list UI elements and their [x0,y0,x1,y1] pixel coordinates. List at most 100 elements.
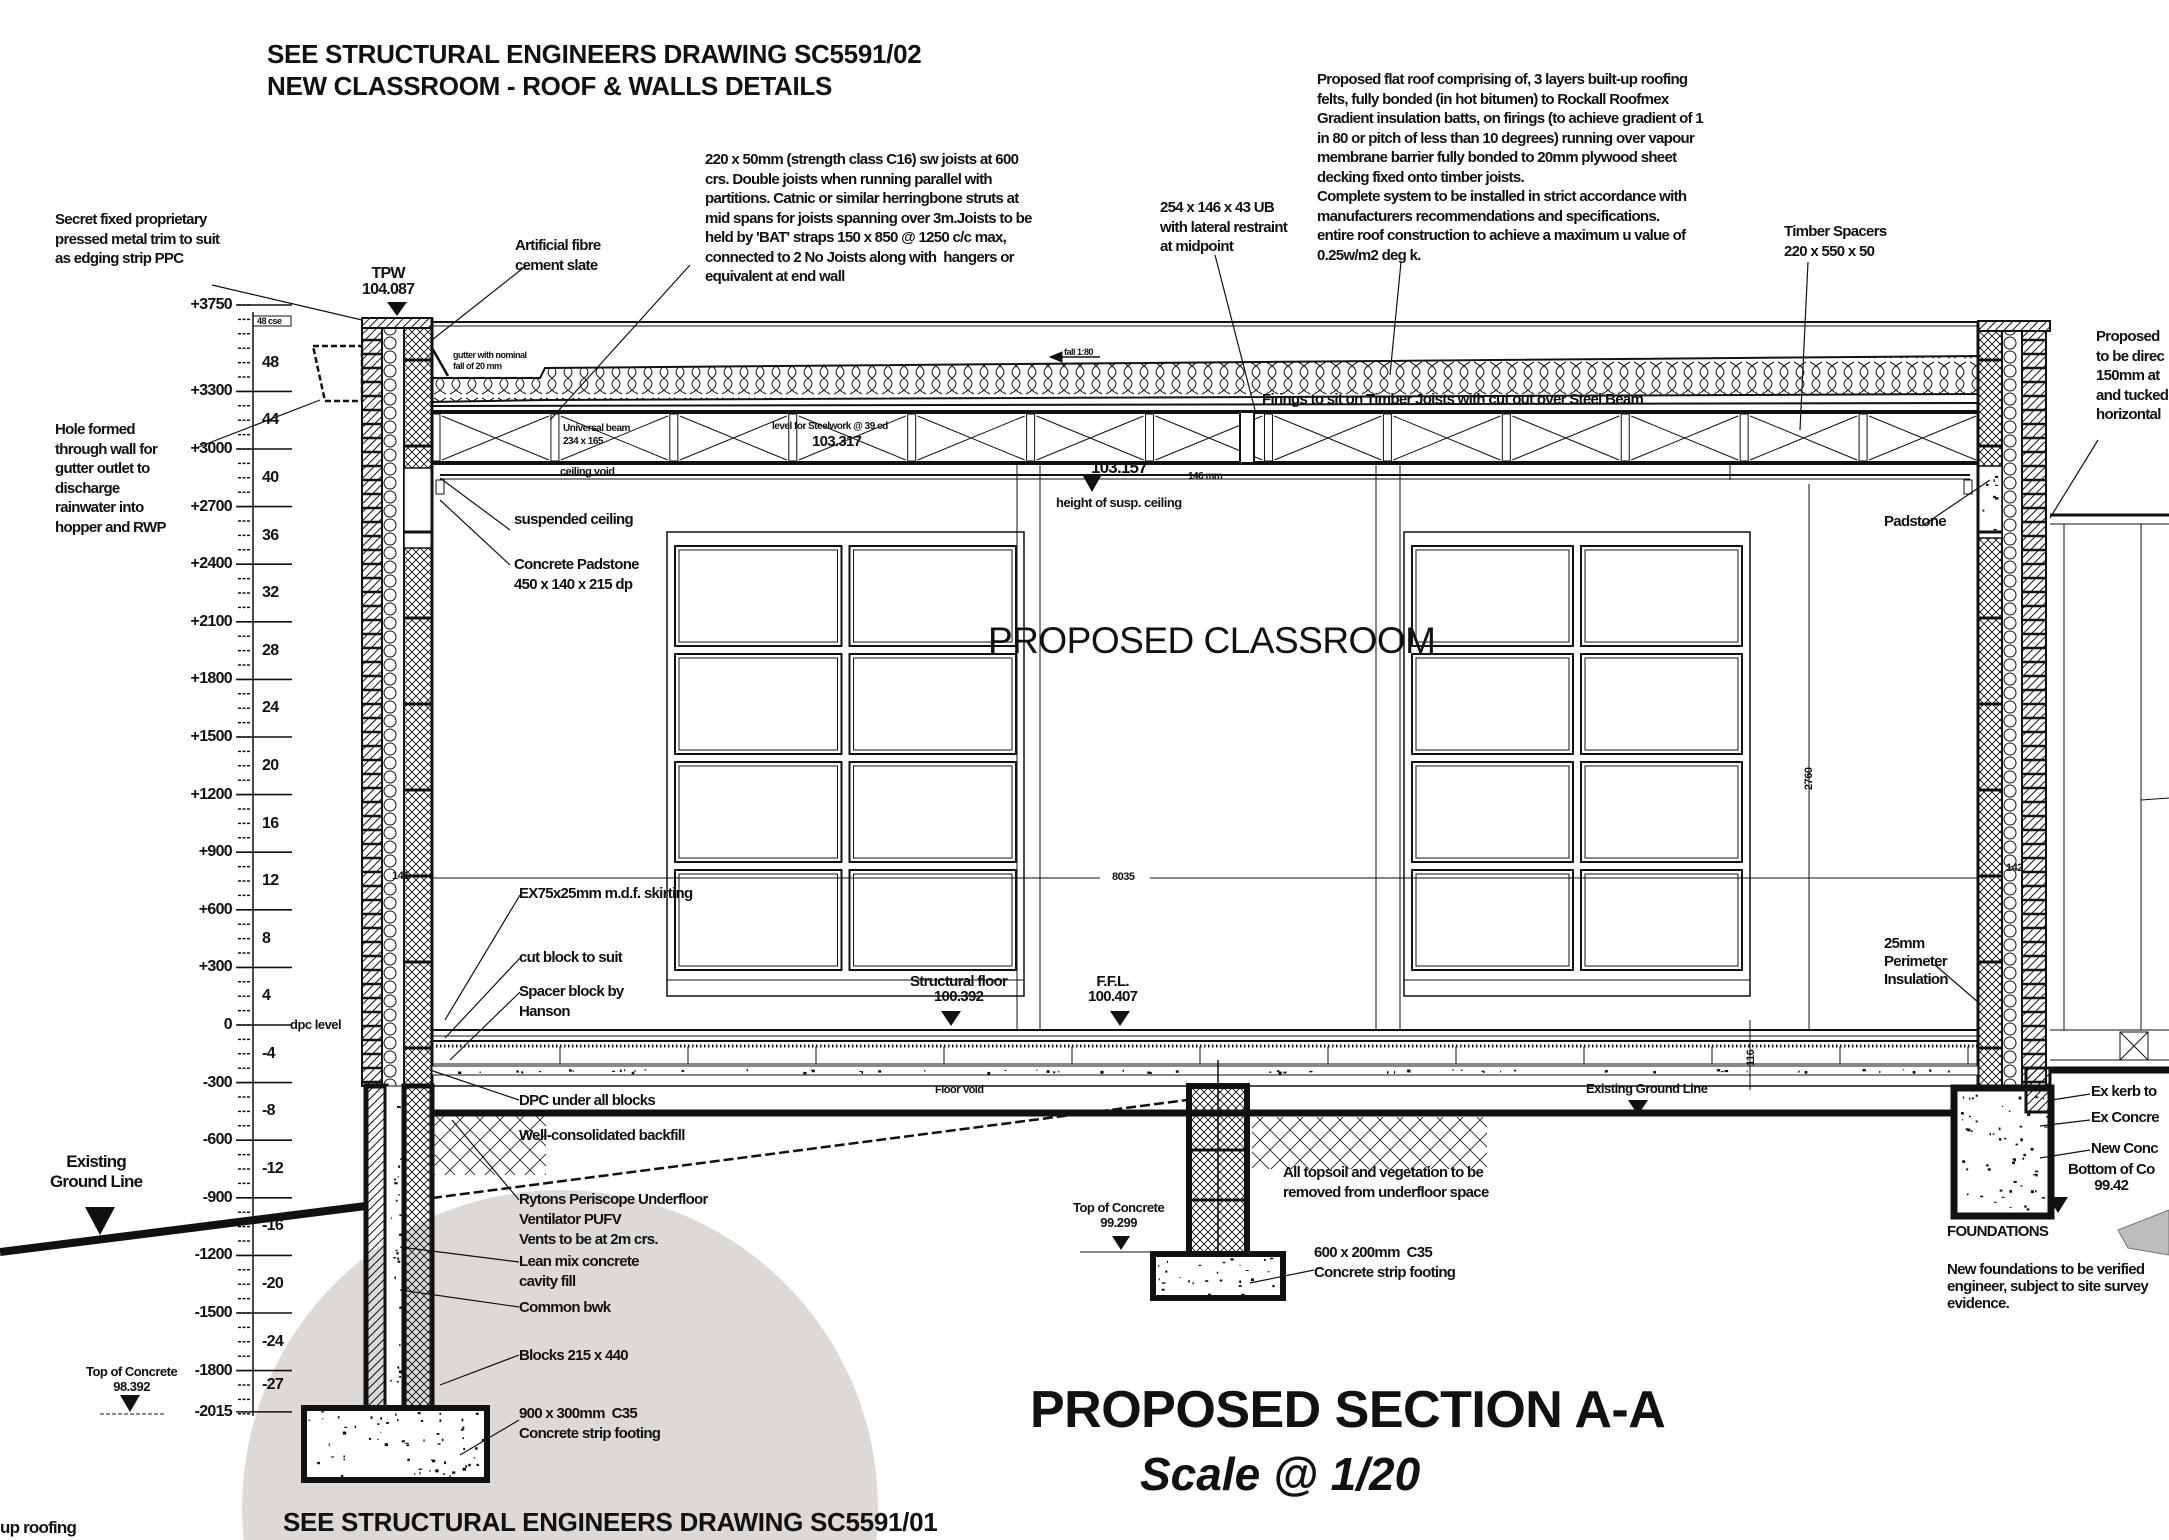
speckle-dot [1175,1070,1179,1073]
speckle-dot [399,1306,402,1309]
speckle-dot [1192,1282,1194,1285]
floor-construction [0,1029,1979,1256]
ffl-label: F.F.L. [1096,973,1129,990]
note-timber-spacers: Timber Spacers 220 x 550 x 50 [1784,223,1887,260]
joist-strut [917,415,1025,461]
speckle-dot [475,1447,478,1450]
speckle-dot [1604,1070,1606,1073]
joist-strut [1036,415,1144,461]
speckle-dot [2026,1208,2030,1211]
speckle-dot [431,1459,436,1463]
speckle-dot [399,1158,403,1160]
bottom-concrete-right: Bottom of Co 99.42 [2068,1161,2155,1194]
speckle-dot [1998,1138,2002,1141]
section-title: PROPOSED SECTION A-A [1030,1381,1666,1439]
window-pane [674,545,843,647]
speckle-dot [1999,1189,2003,1192]
speckle-dot [633,1070,637,1072]
ruler-course-label: 20 [262,757,279,774]
speckle-dot [1993,479,1995,483]
speckle-dot [370,1416,373,1419]
speckle-dot [1804,1071,1808,1074]
speckle-dot [1967,1128,1971,1132]
ruler-mm-label: -1800 [194,1361,233,1379]
speckle-dot [476,1463,480,1467]
speckle-dot [803,1071,807,1075]
speckle-dot [1407,1069,1411,1073]
joist-strut [1393,415,1501,461]
speckle-dot [1216,1271,1219,1274]
speckle-dot [479,1071,481,1074]
window-pane-inner [853,765,1013,859]
speckle-dot [1269,1071,1272,1073]
note-new-concrete: New Conc [2091,1140,2159,1157]
roof-joist [1026,413,1036,462]
ruler-course-label: 24 [262,699,279,717]
note-backfill: Well-consolidated backfill [519,1127,685,1144]
roof-joist [669,413,679,462]
speckle-dot [1653,1070,1657,1074]
speckle-dot [1975,1120,1978,1123]
ruler-course-label: 28 [262,641,279,659]
speckle-dot [397,1366,400,1369]
note-topsoil: All topsoil and vegetation to be removed… [1283,1164,1489,1201]
speckle-dot [465,1465,468,1468]
window-pane-inner [678,765,838,859]
level-ruler [236,304,292,1416]
ruler-course-label: -24 [262,1332,284,1350]
speckle-dot [2013,1180,2017,1183]
note-foundations-heading: FOUNDATIONS [1947,1223,2049,1240]
speckle-dot [1230,1258,1234,1261]
ruler-course-label: 8 [262,929,271,947]
ruler-mm-label: +1500 [190,728,233,745]
speckle-dot [343,1455,345,1458]
speckle-dot [1982,509,1985,512]
ruler-course-label: -4 [262,1044,276,1062]
note-ceiling-void: ceiling void [560,466,615,478]
speckle-dot [2002,1105,2004,1108]
speckle-dot [1971,1097,1974,1100]
ruler-mm-label: -900 [202,1188,233,1206]
speckle-dot [1966,1168,1969,1171]
roof-joist [1382,413,1392,462]
speckle-dot [396,1381,399,1383]
speckle-dot [468,1463,471,1467]
ruler-mm-label: +1200 [190,785,233,803]
speckle-dot [1987,1168,1991,1171]
speckle-dot [2035,1096,2039,1099]
speckle-dot [2027,1113,2031,1116]
window-pane-inner [1584,657,1739,751]
speckle-dot [396,1252,399,1255]
right-cavity-wall [1976,320,2169,1087]
room-internals [432,463,1978,1090]
speckle-dot [2029,1111,2031,1115]
ruler-course-label: -12 [262,1159,284,1177]
speckle-dot [308,1419,311,1421]
note-edge-trim: Secret fixed proprietary pressed metal t… [55,211,220,267]
speckle-dot [407,1458,410,1461]
window-pane-inner [1584,873,1739,967]
ruler-mm-label: +2700 [190,497,233,515]
speckle-dot [1179,1277,1181,1279]
joist-strut [679,415,787,461]
speckle-dot [406,1444,410,1447]
speckle-dot [2001,1196,2005,1199]
speckle-dot [1962,1096,1965,1099]
ruler-mm-label: -300 [202,1073,233,1091]
speckle-dot [2030,1190,2034,1194]
note-gutter-hole: Hole formed through wall for gutter outl… [55,421,166,536]
speckle-dot [458,1071,462,1075]
ruler-course-label: 44 [262,411,279,429]
speckle-dot [405,1442,409,1444]
speckle-dot [2004,1137,2007,1140]
speckle-dot [435,1469,439,1473]
speckle-dot [1902,1069,1905,1071]
speckle-dot [330,1456,335,1458]
note-common-bwk: Common bwk [519,1299,611,1316]
speckle-dot [1161,1282,1166,1284]
speckle-dot [390,1217,393,1219]
window-pane [1580,545,1743,647]
speckle-dot [1980,1195,1984,1198]
speckle-dot [395,1249,398,1252]
